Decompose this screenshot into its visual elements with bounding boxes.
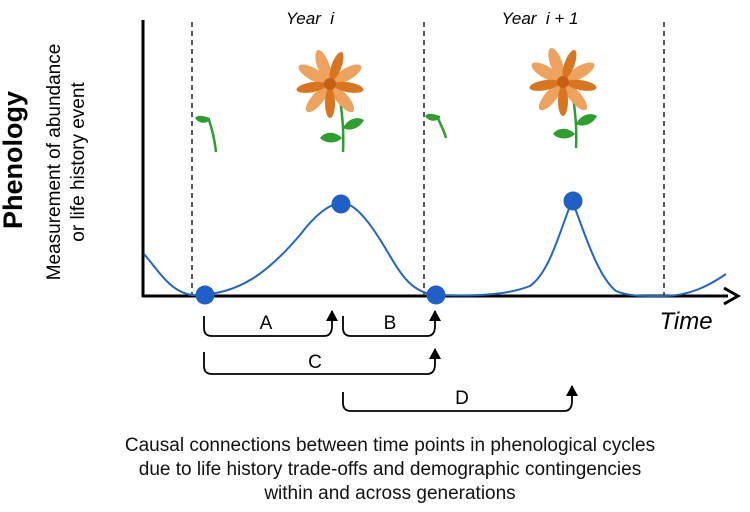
phenology-curve bbox=[143, 198, 727, 298]
y-axis-title: Phenology bbox=[0, 91, 28, 229]
y-axis-label-line1: Measurement of abundance bbox=[44, 44, 65, 281]
time-point-next-start bbox=[426, 285, 446, 305]
caption-line-1: Causal connections between time points i… bbox=[124, 435, 656, 456]
phenology-diagram: Phenology Measurement of abundance or li… bbox=[0, 9, 742, 412]
connection-b-bracket bbox=[342, 310, 441, 337]
seedling-icon bbox=[195, 115, 218, 153]
y-axis-label-line2: or life history event bbox=[68, 82, 89, 242]
x-axis-label: Time bbox=[659, 308, 712, 335]
seedling-icon bbox=[425, 113, 448, 139]
connection-c-label: C bbox=[308, 352, 322, 373]
period-label-year-i-plus-1: Year i + 1 bbox=[501, 9, 578, 28]
connection-a-bracket bbox=[203, 310, 338, 337]
time-point-second-peak bbox=[563, 191, 583, 211]
connection-b-label: B bbox=[384, 313, 397, 334]
x-axis-arrowhead bbox=[723, 286, 742, 306]
connection-d-bracket bbox=[342, 385, 578, 412]
flower-icon bbox=[296, 50, 364, 153]
period-label-year-i: Year i bbox=[286, 9, 335, 28]
connection-c-bracket bbox=[203, 348, 441, 375]
figure-caption: Causal connections between time points i… bbox=[40, 434, 740, 506]
time-point-first-peak bbox=[331, 194, 351, 214]
flower-icon bbox=[529, 48, 597, 149]
time-point-cycle-start bbox=[195, 285, 215, 305]
connection-a-label: A bbox=[260, 313, 273, 334]
connection-d-label: D bbox=[455, 388, 469, 409]
caption-line-2: due to life history trade-offs and demog… bbox=[138, 459, 642, 480]
caption-line-3: within and across generations bbox=[264, 483, 516, 504]
